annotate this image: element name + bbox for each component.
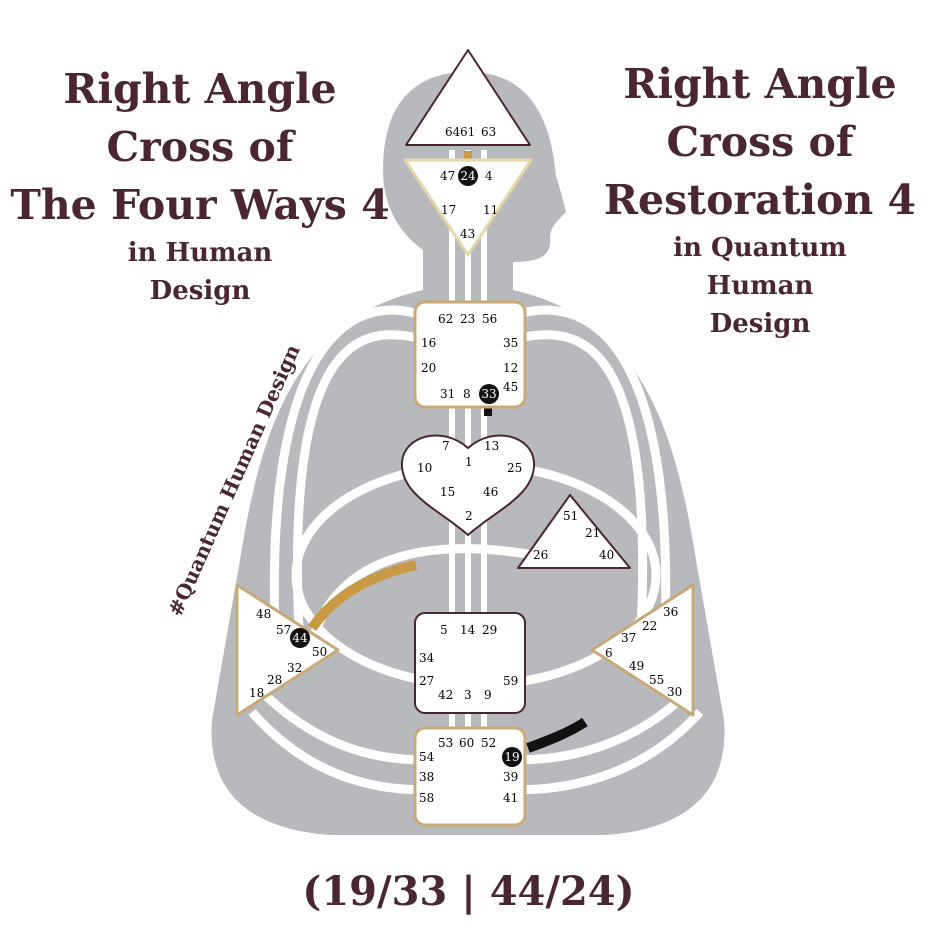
gate-9: 9 xyxy=(484,688,492,702)
gate-40: 40 xyxy=(599,548,614,562)
gate-8: 8 xyxy=(463,387,471,401)
gate-33-marker xyxy=(479,384,499,404)
gate-39: 39 xyxy=(503,770,518,784)
right-title-line-3: Restoration 4 xyxy=(603,176,917,224)
gate-3: 3 xyxy=(464,688,472,702)
gate-59: 59 xyxy=(503,674,518,688)
left-title-line-3: The Four Ways 4 xyxy=(10,181,390,229)
gate-58: 58 xyxy=(419,791,434,805)
gate-57: 57 xyxy=(276,623,291,637)
gate-11: 11 xyxy=(483,203,498,217)
spleen-center: 48 57 44 50 32 28 18 xyxy=(235,583,340,717)
gate-22: 22 xyxy=(642,619,657,633)
gate-23: 23 xyxy=(460,312,475,326)
gate-49: 49 xyxy=(629,659,644,673)
left-title-line-4: in Human xyxy=(127,238,273,268)
gate-44-marker xyxy=(290,628,310,648)
ego-center: 51 21 26 40 xyxy=(517,494,631,569)
gate-18: 18 xyxy=(249,686,264,700)
gate-14: 14 xyxy=(460,623,476,637)
gate-20: 20 xyxy=(421,361,436,375)
gate-24: 24 xyxy=(460,169,476,183)
gate-25: 25 xyxy=(507,461,522,475)
gate-1: 1 xyxy=(465,455,473,469)
right-title-line-6: Design xyxy=(709,309,811,339)
gate-64: 64 xyxy=(445,125,461,139)
gate-5: 5 xyxy=(440,623,448,637)
channel-33-black xyxy=(484,406,492,416)
gate-17: 17 xyxy=(441,203,456,217)
gate-42: 42 xyxy=(438,688,453,702)
gate-61: 61 xyxy=(460,125,475,139)
gate-60: 60 xyxy=(459,736,474,750)
ajna-center: 47 24 4 17 11 43 xyxy=(403,158,533,257)
right-cross-title: Right Angle Cross of Restoration 4 in Qu… xyxy=(585,55,935,343)
gate-41: 41 xyxy=(503,791,518,805)
gate-55: 55 xyxy=(649,673,664,687)
gate-30: 30 xyxy=(667,685,682,699)
left-title-line-5: Design xyxy=(149,276,251,306)
gate-48: 48 xyxy=(256,607,271,621)
gate-62: 62 xyxy=(438,312,453,326)
gate-29: 29 xyxy=(482,623,497,637)
gate-37: 37 xyxy=(621,631,636,645)
gate-63: 63 xyxy=(481,125,496,139)
gate-33: 33 xyxy=(481,387,496,401)
gate-7: 7 xyxy=(442,439,450,453)
gate-54: 54 xyxy=(419,750,435,764)
gate-32: 32 xyxy=(287,661,302,675)
gate-51: 51 xyxy=(563,509,578,523)
left-title-line-2: Cross of xyxy=(106,123,294,171)
head-center: 64 61 63 xyxy=(405,49,531,146)
gate-21: 21 xyxy=(585,526,600,540)
gate-6: 6 xyxy=(605,646,613,660)
gate-10: 10 xyxy=(417,461,432,475)
gate-46: 46 xyxy=(483,485,498,499)
gate-44: 44 xyxy=(292,631,308,645)
gate-16: 16 xyxy=(421,336,436,350)
channel-24-gold xyxy=(464,151,472,161)
gate-4: 4 xyxy=(485,169,493,183)
gate-35: 35 xyxy=(503,336,518,350)
gate-12: 12 xyxy=(503,361,518,375)
gate-15: 15 xyxy=(440,485,455,499)
gate-45: 45 xyxy=(503,380,518,394)
g-center: 7 1 13 10 25 15 46 2 xyxy=(400,434,536,537)
gate-24-marker xyxy=(458,166,478,186)
left-title-line-1: Right Angle xyxy=(63,65,337,113)
gate-38: 38 xyxy=(419,770,434,784)
channel-44-26-gold xyxy=(307,560,418,631)
left-cross-title: Right Angle Cross of The Four Ways 4 in … xyxy=(0,60,400,310)
gates-label: (19/33 | 44/24) xyxy=(302,868,635,915)
gate-43: 43 xyxy=(460,227,475,241)
gate-47: 47 xyxy=(440,169,455,183)
right-title-line-1: Right Angle xyxy=(623,60,897,108)
right-title-line-5: Human xyxy=(706,271,814,301)
gate-50: 50 xyxy=(312,645,327,659)
gate-19-marker xyxy=(502,747,522,767)
gate-2: 2 xyxy=(465,509,473,523)
gate-27: 27 xyxy=(419,674,434,688)
gate-52: 52 xyxy=(481,736,496,750)
right-title-line-2: Cross of xyxy=(666,118,854,166)
gate-28: 28 xyxy=(267,673,282,687)
gate-56: 56 xyxy=(482,312,497,326)
right-title-line-4: in Quantum xyxy=(673,233,847,263)
sacral-center: 5 14 29 34 27 59 42 3 9 xyxy=(414,612,526,714)
gate-34: 34 xyxy=(419,651,435,665)
gate-36: 36 xyxy=(663,605,678,619)
gate-13: 13 xyxy=(484,439,499,453)
solar-plexus-center: 36 22 37 6 49 55 30 xyxy=(590,583,695,717)
throat-center: 62 23 56 16 35 20 12 45 31 8 33 xyxy=(413,300,527,409)
gate-53: 53 xyxy=(438,736,453,750)
root-center: 53 60 52 54 19 38 39 58 41 xyxy=(413,726,527,827)
gate-19: 19 xyxy=(504,750,519,764)
gate-31: 31 xyxy=(440,387,455,401)
gate-26: 26 xyxy=(533,548,548,562)
channel-19-black xyxy=(526,717,588,753)
